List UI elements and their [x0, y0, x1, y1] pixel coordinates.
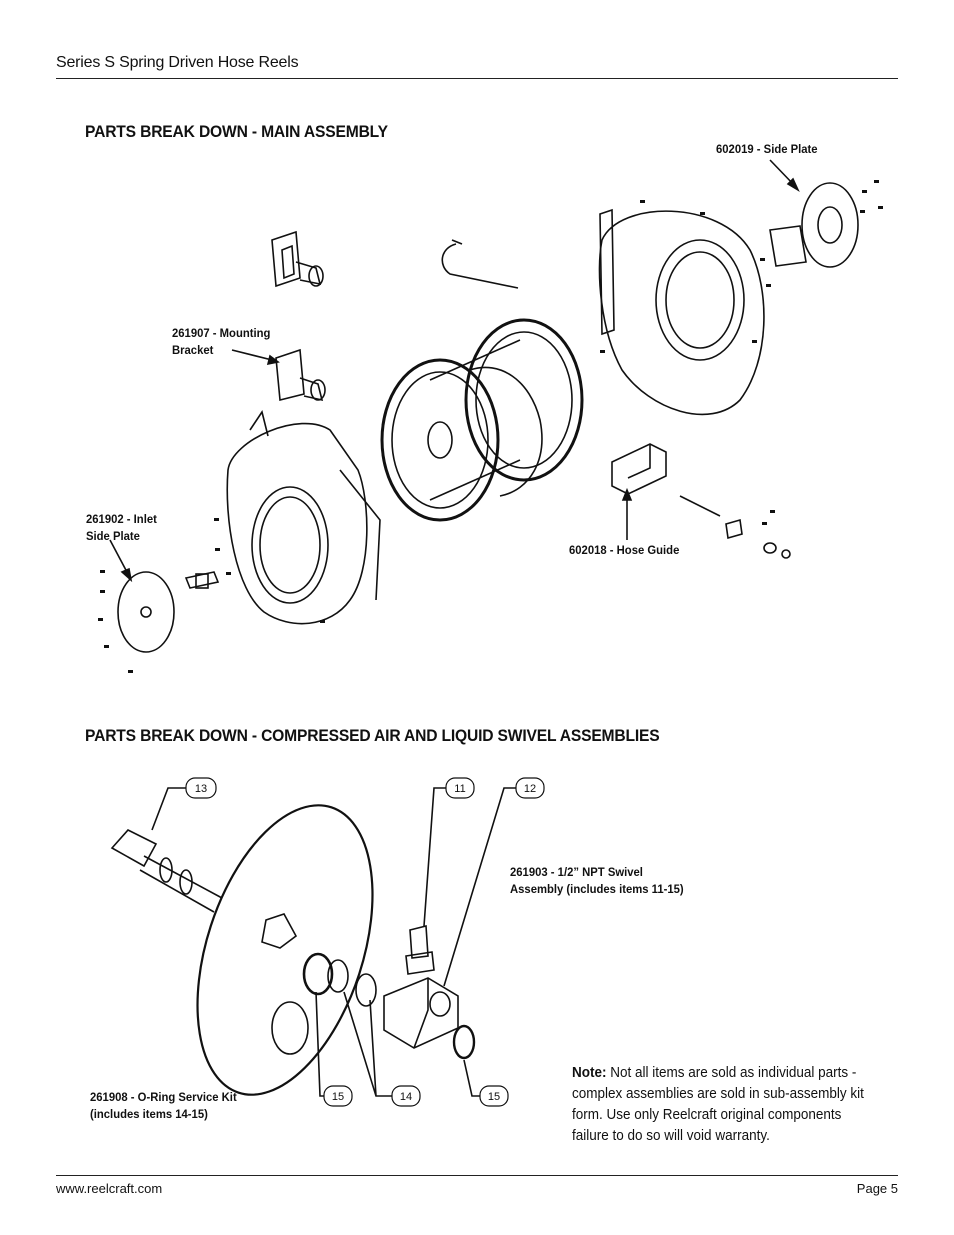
screws: [98, 180, 883, 673]
callout-14-bubble: [391, 1085, 421, 1107]
side-plate-part: [769, 182, 859, 268]
snap-ring-part: [452, 1024, 476, 1060]
footer-page-number: Page 5: [856, 1181, 898, 1196]
label-swivel-assembly: 261903 - 1/2” NPT Swivel Assembly (inclu…: [510, 864, 684, 898]
label-inlet-side-plate-line1: 261902 - Inlet: [86, 512, 157, 526]
callout-14: 14: [400, 1091, 412, 1103]
footer-rule: [56, 1175, 898, 1176]
leader-13: [151, 787, 186, 831]
label-mounting-bracket: 261907 - Mounting Bracket: [172, 325, 270, 359]
leader-11: [423, 787, 446, 927]
callout-13: 13: [195, 783, 207, 795]
label-mounting-bracket-line1: 261907 - Mounting: [172, 326, 271, 340]
leader-14: [343, 991, 392, 1097]
label-swivel-assembly-line1: 261903 - 1/2” NPT Swivel: [510, 865, 643, 879]
warranty-note: Note: Not all items are sold as individu…: [572, 1062, 869, 1146]
side-plate-arrow: [769, 159, 800, 193]
main-housing-part: [598, 208, 765, 416]
label-oring-kit-line2: (includes items 14-15): [90, 1107, 208, 1121]
drum-part: [380, 318, 584, 522]
callout-15a: 15: [332, 1091, 344, 1103]
page-header-title: Series S Spring Driven Hose Reels: [56, 54, 299, 71]
section-title-main-assembly: PARTS BREAK DOWN - MAIN ASSEMBLY: [85, 122, 388, 141]
hose-guide-part: [611, 443, 667, 495]
leader-12: [443, 787, 516, 987]
hose-guide-arrow: [621, 487, 633, 540]
label-hose-guide: 602018 - Hose Guide: [569, 543, 680, 557]
inlet-plate-part: [117, 571, 220, 653]
mounting-bracket-top-part: [271, 230, 324, 288]
header-rule: [56, 78, 898, 79]
callout-13-bubble: [185, 777, 217, 799]
swivel-assembly-diagram: 13 11 12 15 14 15: [110, 777, 545, 1107]
note-text: Not all items are sold as individual par…: [572, 1064, 864, 1144]
label-mounting-bracket-line2: Bracket: [172, 343, 214, 357]
inlet-housing-part: [226, 410, 381, 625]
main-assembly-diagram: [98, 159, 883, 673]
callout-12-bubble: [515, 777, 545, 799]
label-inlet-side-plate-line2: Side Plate: [86, 529, 140, 543]
callout-15a-bubble: [323, 1085, 353, 1107]
hose-pin-part: [441, 239, 519, 289]
callout-11-bubble: [445, 777, 475, 799]
footer-url: www.reelcraft.com: [56, 1181, 163, 1196]
mounting-bracket-part: [275, 348, 326, 402]
label-swivel-assembly-line2: Assembly (includes items 11-15): [510, 882, 684, 896]
label-side-plate: 602019 - Side Plate: [716, 142, 818, 156]
callout-12: 12: [524, 783, 536, 795]
leader-15a: [315, 991, 324, 1097]
leader-15b: [463, 1059, 480, 1097]
mounting-bracket-arrow: [231, 349, 280, 366]
swivel-body-12-part: [383, 977, 459, 1049]
inlet-plate-arrow: [109, 539, 133, 583]
callout-15b-bubble: [479, 1085, 509, 1107]
label-inlet-side-plate: 261902 - Inlet Side Plate: [86, 511, 157, 545]
fitting-11-part: [405, 924, 435, 975]
label-oring-kit-line1: 261908 - O-Ring Service Kit: [90, 1090, 237, 1104]
guide-rod-part: [679, 495, 791, 559]
callout-15b: 15: [488, 1091, 500, 1103]
swivel-shaft-part: [110, 829, 223, 913]
swivel-plate-part: [196, 804, 377, 1096]
note-label: Note:: [572, 1064, 607, 1081]
label-oring-kit: 261908 - O-Ring Service Kit (includes it…: [90, 1089, 237, 1123]
section-title-swivel-assemblies: PARTS BREAK DOWN - COMPRESSED AIR AND LI…: [85, 726, 660, 745]
callout-11: 11: [454, 783, 465, 795]
